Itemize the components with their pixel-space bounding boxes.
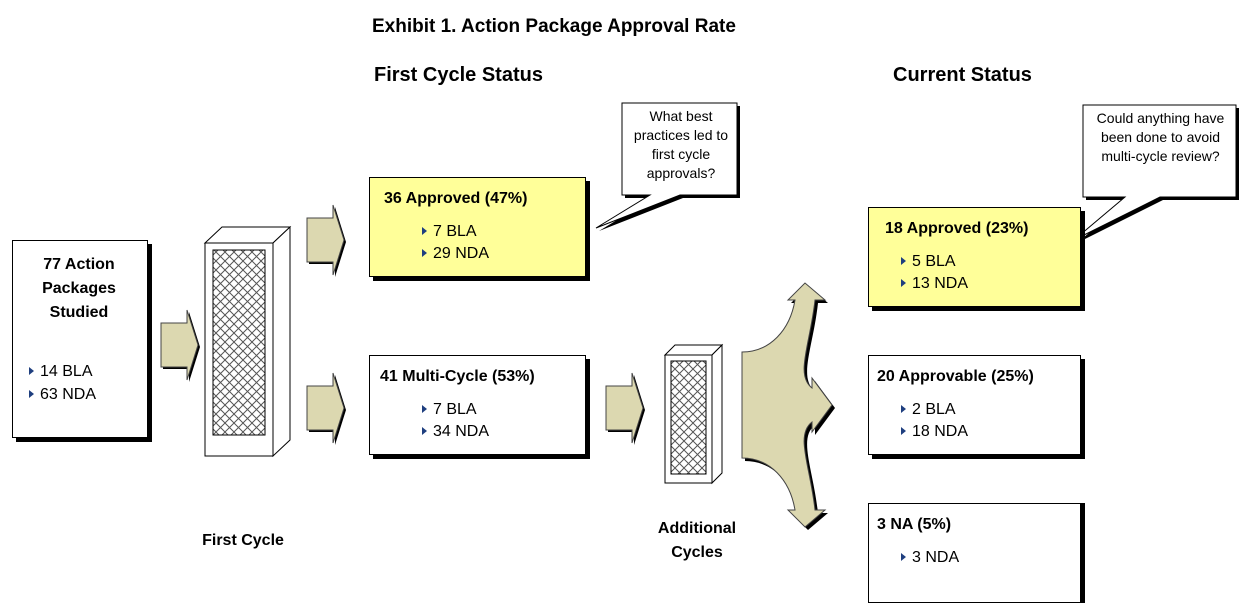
studied-box-title: 77 Action Packages Studied bbox=[42, 256, 116, 321]
first-cycle-approved-title: 36 Approved (47%) bbox=[384, 190, 528, 207]
multi-cycle-title: 41 Multi-Cycle (53%) bbox=[380, 368, 535, 385]
arrow-studied-to-filter bbox=[160, 309, 200, 382]
studied-item-nda: 63 NDA bbox=[29, 386, 96, 404]
current-na-title: 3 NA (5%) bbox=[877, 516, 952, 533]
arrow-multicycle-to-additional bbox=[605, 372, 645, 445]
multi-cycle-item-nda: 34 NDA bbox=[422, 423, 489, 441]
first-cycle-approved-box: 36 Approved (47%) 7 BLA 29 NDA bbox=[369, 177, 586, 277]
current-approved-box: 18 Approved (23%) 5 BLA 13 NDA bbox=[868, 207, 1081, 307]
current-approved-title: 18 Approved (23%) bbox=[885, 220, 1029, 237]
first-cycle-status-heading: First Cycle Status bbox=[374, 64, 543, 86]
current-status-heading: Current Status bbox=[893, 64, 1032, 86]
callout-best-practices-text: What best practices led to first cycle a… bbox=[633, 108, 729, 181]
additional-cycles-label: Additional Cycles bbox=[657, 520, 737, 561]
callout-multi-cycle bbox=[1073, 104, 1239, 243]
arrow-filter-to-multicycle bbox=[306, 372, 346, 445]
multi-cycle-box: 41 Multi-Cycle (53%) 7 BLA 34 NDA bbox=[369, 355, 586, 455]
current-approvable-item-bla: 2 BLA bbox=[901, 401, 956, 419]
exhibit-title: Exhibit 1. Action Package Approval Rate bbox=[372, 16, 736, 37]
callout-best-practices bbox=[595, 102, 740, 231]
studied-box: 77 Action Packages Studied 14 BLA 63 NDA bbox=[12, 240, 148, 438]
split-arrow bbox=[741, 282, 835, 530]
current-na-box: 3 NA (5%) 3 NDA bbox=[868, 503, 1081, 603]
studied-item-bla: 14 BLA bbox=[29, 363, 92, 381]
current-approvable-box: 20 Approvable (25%) 2 BLA 18 NDA bbox=[868, 355, 1081, 455]
first-cycle-filter-icon bbox=[203, 225, 292, 458]
first-cycle-label: First Cycle bbox=[202, 532, 284, 549]
first-cycle-approved-item-nda: 29 NDA bbox=[422, 245, 489, 263]
current-na-item-nda: 3 NDA bbox=[901, 549, 959, 567]
additional-cycles-filter-icon bbox=[663, 343, 724, 485]
callout-multi-cycle-text: Could anything have been done to avoid m… bbox=[1096, 110, 1225, 164]
current-approvable-item-nda: 18 NDA bbox=[901, 423, 968, 441]
arrow-filter-to-approved bbox=[306, 204, 346, 277]
current-approved-item-nda: 13 NDA bbox=[901, 275, 968, 293]
first-cycle-approved-item-bla: 7 BLA bbox=[422, 223, 477, 241]
multi-cycle-item-bla: 7 BLA bbox=[422, 401, 477, 419]
current-approvable-title: 20 Approvable (25%) bbox=[877, 368, 1034, 385]
current-approved-item-bla: 5 BLA bbox=[901, 253, 956, 271]
